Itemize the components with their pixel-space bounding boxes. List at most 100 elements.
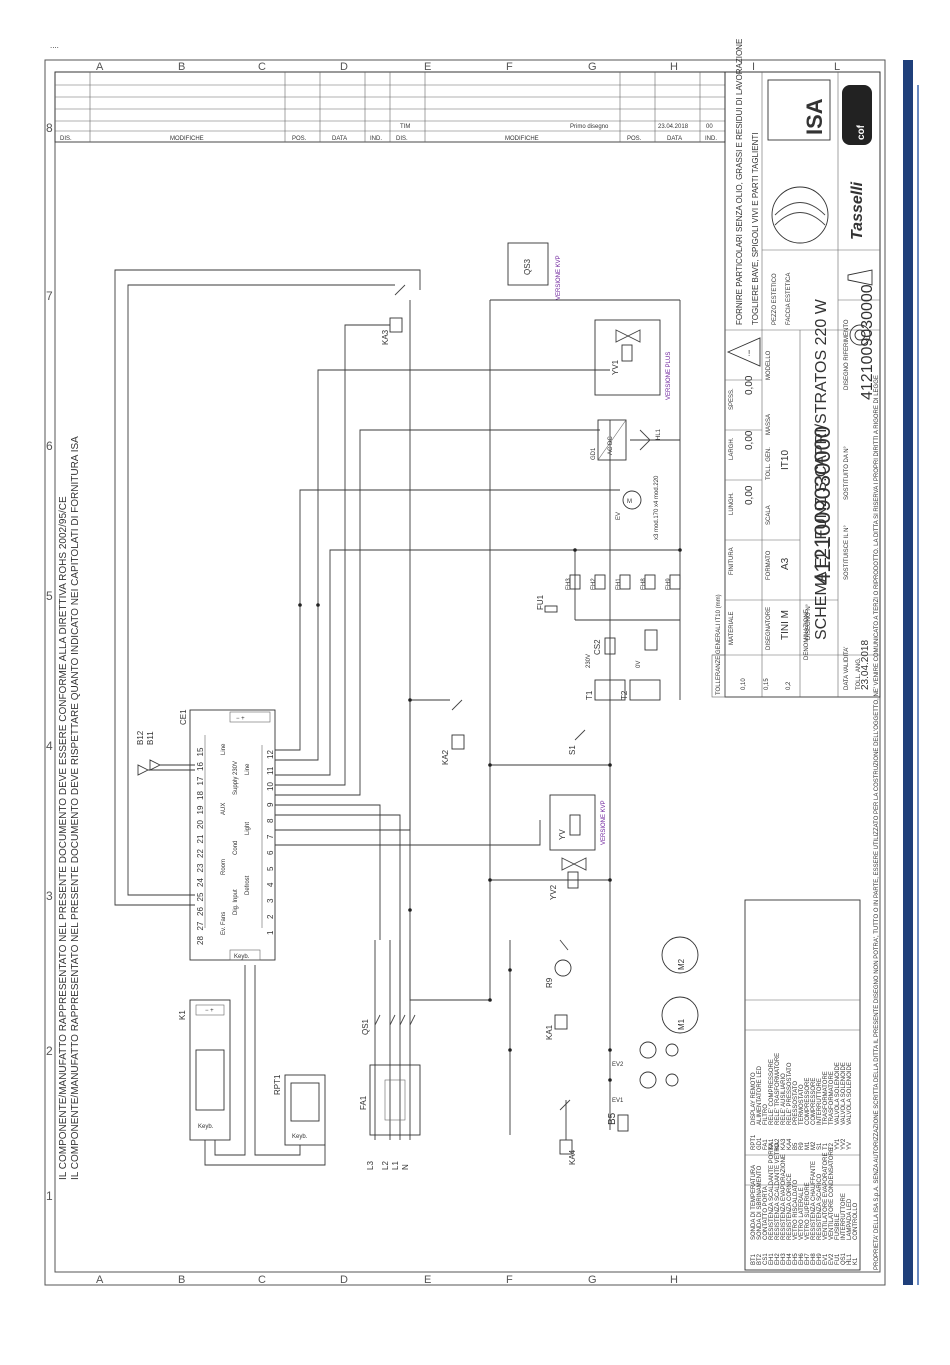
yv1-label: YV1 (611, 359, 620, 375)
legend-desc: VALVOLA SOLENOIDE (841, 1062, 847, 1125)
grid-number: 8 (46, 121, 53, 135)
toll-gen-label: TOLL. GEN. (766, 447, 772, 480)
svg-text:EH8: EH8 (641, 578, 647, 590)
grid-letter: F (506, 1274, 513, 1286)
cof-logo: cof (856, 124, 867, 140)
grid-number: 1 (46, 1189, 53, 1203)
spess-label: SPESS. (729, 388, 735, 410)
legend-code: HL1 (847, 1253, 853, 1265)
legend-code: BT2 (757, 1253, 763, 1265)
ce1-terminal: 19 (196, 805, 205, 814)
yv2-valve: YV2 (549, 857, 587, 900)
svg-text:EH1: EH1 (616, 578, 622, 590)
t2-transformer: T2 0V (620, 661, 661, 701)
legend-code: KA4 (787, 1138, 793, 1150)
spess-value: 0,00 (744, 375, 755, 395)
ce1-terminal: 11 (266, 766, 275, 775)
ce1-terminal: 7 (266, 834, 275, 839)
ce1-function-label: Supply 230V (233, 761, 239, 795)
svg-text:EH9: EH9 (666, 578, 672, 590)
fa1-filter: FA1 (359, 1064, 421, 1136)
fu1-fuse: FU1 (536, 594, 558, 613)
grid-numbers-left: 1 2 3 4 5 6 7 8 (46, 121, 53, 1203)
rev-header: MODIFICHE (170, 136, 204, 142)
disegno-number: 4121009030000 (810, 426, 835, 585)
ce1-terminal: 10 (266, 782, 275, 791)
rev-header: IND. (370, 136, 382, 142)
k1-controller: − + Keyb. K1 (178, 999, 231, 1141)
grid-letter: E (424, 61, 431, 73)
ce1-function-label: Dig. Input (233, 889, 239, 915)
t2-label: T2 (620, 690, 629, 700)
legend-desc: TRASFORMATORE (823, 1071, 829, 1125)
ce1-terminal: 26 (196, 907, 205, 916)
ownership-footer: PROPRIETA' DELLA ISA S.p.A. SENZA AUTORI… (874, 375, 880, 1270)
ev1-label: EV1 (612, 1098, 624, 1104)
legend-code: M2 (811, 1141, 817, 1150)
tolleranze-values: 0,15 (764, 678, 770, 690)
grid-letter: A (96, 1274, 104, 1286)
legend-code: EH4 (787, 1253, 793, 1265)
ce1-terminal: 8 (266, 818, 275, 823)
rev-dis: TIM (400, 124, 410, 130)
qs1-switch: QS1 (361, 1014, 416, 1035)
grid-letter: G (588, 1274, 597, 1286)
junction-dots (298, 548, 682, 1082)
versione-plus-note: VERSIONE PLUS (666, 352, 672, 400)
grid-number: 2 (46, 1044, 53, 1058)
legend-desc: RESISTENZA SCALDANTE PORTA (769, 1143, 775, 1240)
ce1-terminal: 9 (266, 802, 275, 807)
rev-data: 23.04.2018 (658, 124, 689, 130)
yv2-label: YV2 (549, 884, 558, 900)
legend-desc: VETRO RISCALDATO (793, 1180, 799, 1240)
t1-label: T1 (585, 690, 594, 700)
disegno-label: DISEGNO N° (806, 603, 812, 640)
legend-code: EV1 (823, 1253, 829, 1265)
disegno-rif-label: DISEGNO RIFERIMENTO (844, 319, 850, 390)
largh-value: 0,00 (744, 430, 755, 450)
ce1-terminal: 24 (196, 878, 205, 887)
projection-icon (849, 324, 871, 346)
legend-desc: RESISTENZA SCALDANTE VETRO (775, 1142, 781, 1240)
tolleranze-label: TOLLERANZE GENERALI IT10 (mm) (716, 594, 722, 695)
tolleranze-values: 0,2 (786, 681, 792, 690)
keyb-label: Keyb. (198, 1124, 214, 1130)
hl1-label: HL1 (656, 428, 662, 440)
denominazione-value: SCHEMA EL_FUNZ S.CAPRI/STRATOS 220 W (813, 298, 830, 640)
svg-text:Keyb.: Keyb. (234, 954, 250, 960)
sostituito-label: SOSTITUITO DA N° (844, 445, 850, 500)
legend-desc: TRASFORMATORE (829, 1071, 835, 1125)
fu1-label: FU1 (536, 594, 545, 610)
modello-label: MODELLO (766, 350, 772, 380)
ce1-function-label: Defrost (245, 875, 251, 895)
versione-kvp-note: VERSIONE KVP (601, 800, 607, 845)
toll-ang: TOLL. ANG. (856, 657, 862, 690)
legend-desc: CONTROLLO (853, 1202, 859, 1240)
cs2-contact: CS2 (593, 629, 658, 655)
disegnatore-label: DISEGNATORE (766, 607, 772, 650)
outer-frame (44, 59, 886, 1286)
tasselli-logo: Tasselli (849, 181, 866, 240)
svg-text:− +: − + (236, 716, 245, 722)
data-validita-value: 23.04.2018 (860, 640, 871, 690)
lungh-label: LUNGH. (729, 492, 735, 515)
legend-code: EH8 (811, 1253, 817, 1265)
legend-code: FU1 (835, 1253, 841, 1265)
svg-text:L2: L2 (381, 1161, 390, 1170)
legend-desc: ALIMENTATORE LED (757, 1065, 763, 1125)
ka3-label: KA3 (381, 329, 390, 345)
legend-desc: RESISTENZA CHAUFFANTE (811, 1161, 817, 1240)
ce1-terminal: 6 (266, 850, 275, 855)
legend-desc: LAMPADA LED (847, 1198, 853, 1240)
grid-number: 6 (46, 439, 53, 453)
cs2-label: CS2 (593, 639, 602, 655)
legend-code: K1 (853, 1257, 859, 1265)
rev-header: POS. (627, 136, 642, 142)
ce1-terminal: 21 (196, 834, 205, 843)
svg-text:L3: L3 (366, 1161, 375, 1170)
ce1-terminal: 23 (196, 863, 205, 872)
ce1-terminal: 20 (196, 820, 205, 829)
legend-desc: FILTRO (763, 1104, 769, 1125)
